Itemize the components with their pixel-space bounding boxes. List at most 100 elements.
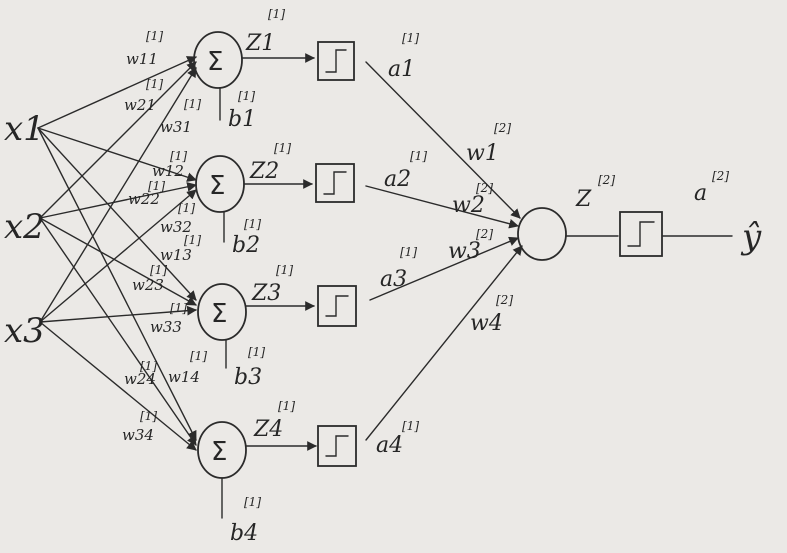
edge-x2-h4: [39, 217, 197, 446]
bias-b2-sup: [1]: [244, 217, 261, 231]
summation-symbol-1: Σ: [207, 47, 223, 77]
output-sigmoid-box: [619, 211, 663, 257]
hidden-unit-2: Σ b2 [1] Z2 [1] a2 [1]: [195, 141, 427, 258]
sigmoid-icon-1: [325, 49, 347, 73]
hidden-unit-3: Σ b3 [1] Z3 [1] a3 [1]: [197, 245, 417, 390]
sigmoid-icon-3: [325, 295, 349, 317]
edge-x2-h2: [39, 182, 197, 219]
a2-sup: [1]: [410, 149, 427, 163]
input-x2-label: x2: [4, 207, 45, 247]
bias-b2: b2: [232, 233, 260, 258]
bias-b1-sup: [1]: [238, 89, 255, 103]
output-z-sup: [2]: [598, 173, 615, 187]
weight-w1-2: w1: [466, 141, 499, 166]
weight-w34: w34: [122, 426, 154, 444]
weight-w13-sup: [1]: [184, 233, 201, 247]
weight-w1-2-sup: [2]: [494, 121, 511, 135]
z1-sup: [1]: [268, 7, 285, 21]
output-a-label: a: [694, 181, 707, 206]
edge-a1-out: [365, 61, 521, 219]
bias-b4-sup: [1]: [244, 495, 261, 509]
z3-sup: [1]: [276, 263, 293, 277]
input-x1-label: x1: [4, 109, 45, 149]
sigmoid-box-1: [317, 41, 355, 81]
weight-w23: w23: [132, 276, 164, 294]
weight-w3-2-sup: [2]: [476, 227, 493, 241]
z3-label: Z3: [251, 281, 281, 306]
summation-node-1: [193, 31, 243, 89]
edge-a2-out: [365, 185, 519, 229]
weight-w22-sup: [1]: [148, 179, 165, 193]
a1-label: a1: [388, 57, 415, 82]
weight-w21: w21: [124, 96, 156, 114]
weight-w24-sup: [1]: [140, 359, 157, 373]
z1-label: Z1: [245, 31, 275, 56]
output-sigmoid-icon: [627, 221, 655, 247]
weight-w34-sup: [1]: [140, 409, 157, 423]
hidden-unit-1: Σ b1 [1] Z1 [1] a1 [1]: [193, 7, 419, 132]
weight-w3-2: w3: [448, 239, 481, 264]
output-summation-node: [517, 207, 567, 261]
a3-sup: [1]: [400, 245, 417, 259]
weight-w32: w32: [160, 218, 192, 236]
weight-w14: w14: [168, 368, 200, 386]
z4-label: Z4: [253, 417, 283, 442]
edge-x2-h1: [39, 61, 197, 219]
summation-symbol-4: Σ: [211, 437, 227, 467]
weight-w24: w24: [124, 370, 156, 388]
input-nodes: x1 x2 x3: [4, 109, 45, 351]
output-z-label: Z: [575, 187, 592, 212]
output-y-hat: ŷ: [740, 217, 762, 257]
edge-x2-h3: [39, 217, 197, 306]
a2-label: a2: [384, 167, 411, 192]
input-to-hidden-edges: [37, 56, 197, 451]
sigmoid-icon-4: [325, 435, 349, 457]
weight-w14-sup: [1]: [190, 349, 207, 363]
hidden-unit-4: Σ b4 [1] Z4 [1] a4 [1]: [197, 399, 419, 546]
edge-a4-out: [365, 245, 523, 441]
edge-x1-h2: [37, 127, 197, 182]
edge-x1-h3: [37, 127, 197, 301]
summation-symbol-2: Σ: [209, 171, 225, 201]
edge-x1-h4: [37, 127, 197, 441]
weight-w2-2-sup: [2]: [476, 181, 493, 195]
bias-b4: b4: [230, 521, 258, 546]
output-a-sup: [2]: [712, 169, 729, 183]
a4-label: a4: [376, 433, 403, 458]
weight-w33-sup: [1]: [170, 301, 187, 315]
weight-w23-sup: [1]: [150, 263, 167, 277]
edge-x1-h1: [37, 56, 197, 129]
input-x3-label: x3: [4, 311, 45, 351]
weight-w4-2: w4: [470, 311, 503, 336]
a1-sup: [1]: [402, 31, 419, 45]
weight-w31-sup: [1]: [184, 97, 201, 111]
summation-node-3: [197, 283, 247, 341]
edge-x3-h1: [39, 67, 197, 323]
weight-w21-sup: [1]: [146, 77, 163, 91]
edge-x3-h3: [39, 305, 197, 323]
edge-x3-h2: [39, 189, 197, 323]
weight-w33: w33: [150, 318, 182, 336]
bias-b3-sup: [1]: [248, 345, 265, 359]
bias-b1: b1: [228, 107, 256, 132]
hidden-to-output-edges: [365, 61, 523, 441]
sigmoid-box-2: [315, 163, 355, 203]
weight-w13: w13: [160, 246, 192, 264]
weight-w31: w31: [160, 118, 192, 136]
weight-w11-sup: [1]: [146, 29, 163, 43]
sigmoid-icon-2: [323, 171, 347, 195]
z2-label: Z2: [249, 159, 279, 184]
edge-x3-h4: [39, 321, 197, 451]
weight-w12-sup: [1]: [170, 149, 187, 163]
weight-w12: w12: [152, 162, 184, 180]
sigmoid-box-3: [317, 285, 357, 327]
sigmoid-box-4: [317, 425, 357, 467]
summation-symbol-3: Σ: [211, 299, 227, 329]
z2-sup: [1]: [274, 141, 291, 155]
a4-sup: [1]: [402, 419, 419, 433]
output-unit: Z [2] a [2] ŷ: [517, 169, 762, 261]
edge-a3-out: [369, 236, 519, 301]
layer1-weight-labels: w11 [1] w21 [1] w31 [1] w12 [1] w22 [1] …: [122, 29, 207, 444]
bias-b3: b3: [234, 365, 262, 390]
